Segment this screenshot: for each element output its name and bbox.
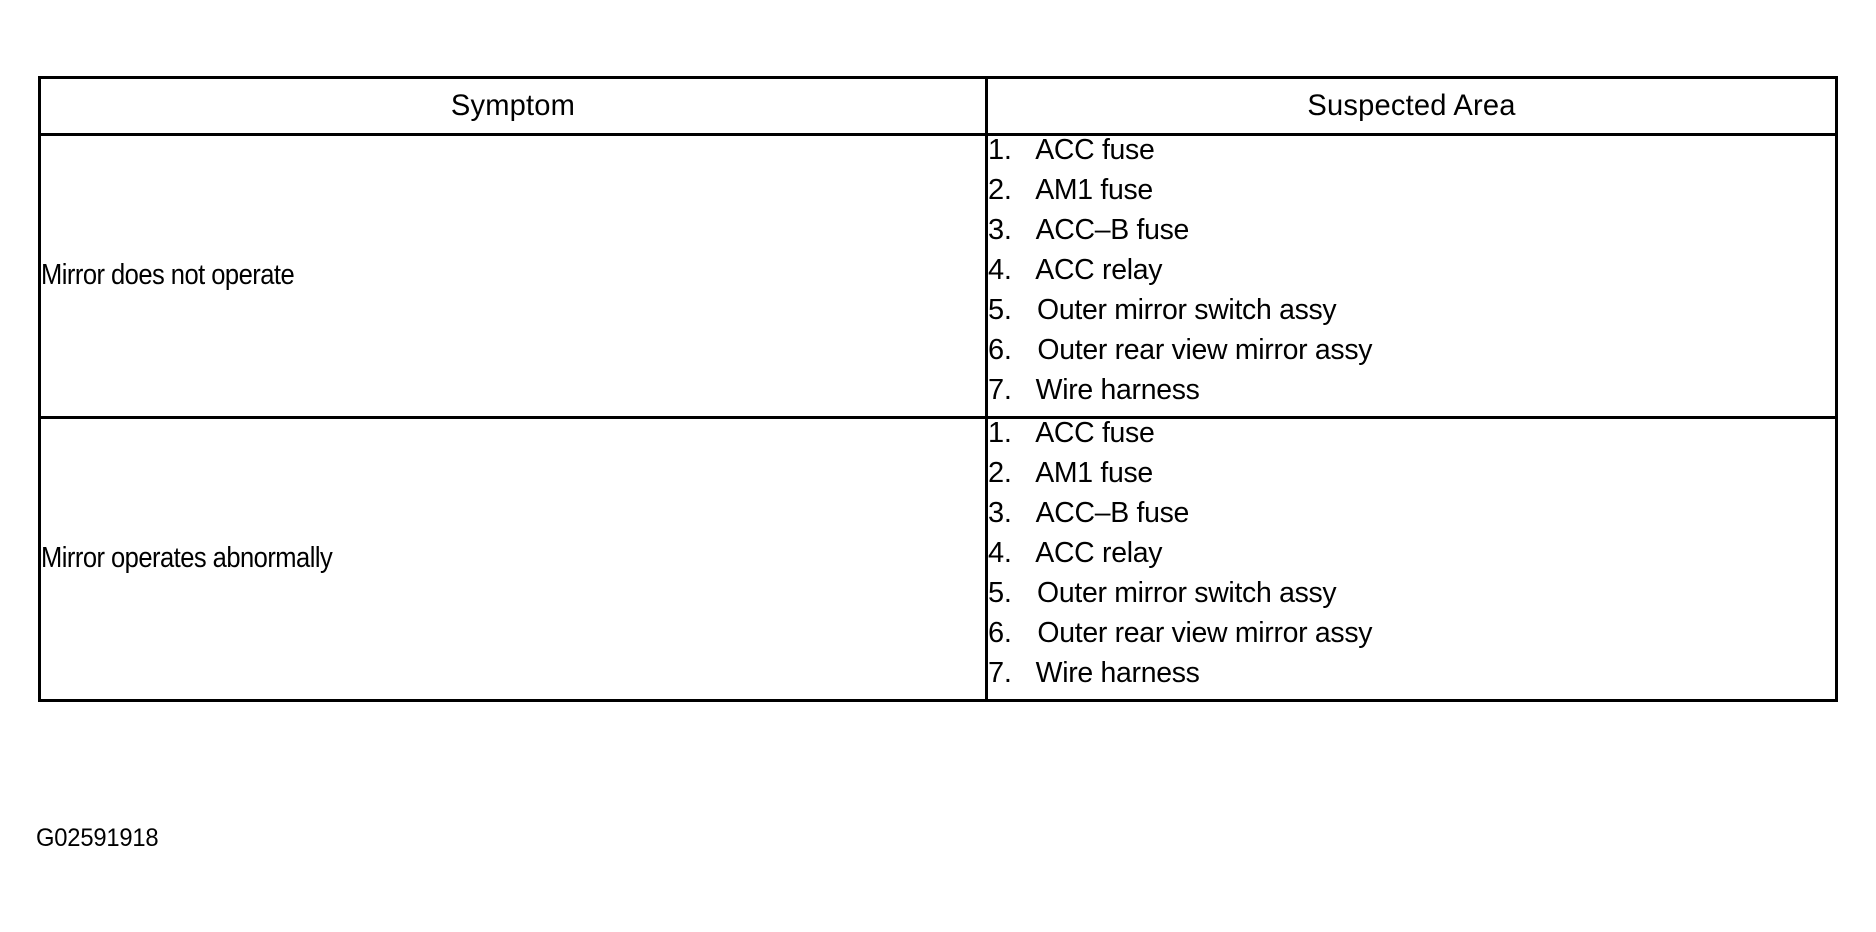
list-item-label: Wire harness <box>1035 657 1200 689</box>
table-row: Mirror operates abnormally 1. ACC fuse 2… <box>38 416 1838 702</box>
list-item: 1. ACC fuse <box>988 419 1835 459</box>
list-item: 4. ACC relay <box>988 539 1835 579</box>
list-item-label: Outer mirror switch assy <box>1037 294 1337 326</box>
list-item-number: 7. <box>988 374 1012 406</box>
list-item: 6. Outer rear view mirror assy <box>988 336 1835 376</box>
table-header-row: Symptom Suspected Area <box>38 76 1838 136</box>
symptom-text: Mirror does not operate <box>41 259 295 292</box>
list-item-number: 2. <box>988 457 1012 489</box>
list-item: 7. Wire harness <box>988 659 1835 699</box>
list-item: 5. Outer mirror switch assy <box>988 579 1835 619</box>
suspected-area-cell: 1. ACC fuse 2. AM1 fuse 3. ACC–B fuse <box>985 133 1838 419</box>
suspected-area-cell: 1. ACC fuse 2. AM1 fuse 3. ACC–B fuse <box>985 416 1838 702</box>
list-item-label: Outer rear view mirror assy <box>1037 617 1373 649</box>
list-item-label: AM1 fuse <box>1035 457 1153 489</box>
list-item-number: 2. <box>988 174 1012 206</box>
suspected-area-list: 1. ACC fuse 2. AM1 fuse 3. ACC–B fuse <box>988 136 1835 416</box>
column-header-suspected-area-label: Suspected Area <box>1307 89 1516 122</box>
list-item: 3. ACC–B fuse <box>988 216 1835 256</box>
list-item-number: 1. <box>988 134 1012 166</box>
list-item-label: AM1 fuse <box>1035 174 1153 206</box>
list-item-number: 1. <box>988 417 1012 449</box>
symptom-text: Mirror operates abnormally <box>41 542 333 575</box>
list-item-number: 6. <box>988 617 1012 649</box>
figure-caption: G02591918 <box>36 824 159 852</box>
list-item-label: Wire harness <box>1035 374 1200 406</box>
list-item-label: ACC fuse <box>1035 134 1155 166</box>
list-item: 7. Wire harness <box>988 376 1835 416</box>
list-item-number: 4. <box>988 254 1012 286</box>
list-item: 4. ACC relay <box>988 256 1835 296</box>
list-item-number: 3. <box>988 214 1012 246</box>
list-item: 2. AM1 fuse <box>988 459 1835 499</box>
list-item-number: 7. <box>988 657 1012 689</box>
list-item-label: ACC–B fuse <box>1035 214 1190 246</box>
list-item-number: 3. <box>988 497 1012 529</box>
list-item: 3. ACC–B fuse <box>988 499 1835 539</box>
list-item-number: 4. <box>988 537 1012 569</box>
symptom-suspected-area-table: Symptom Suspected Area Mirror does not o… <box>38 76 1838 702</box>
list-item-label: Outer rear view mirror assy <box>1037 334 1373 366</box>
column-header-suspected-area: Suspected Area <box>985 76 1838 136</box>
suspected-area-list: 1. ACC fuse 2. AM1 fuse 3. ACC–B fuse <box>988 419 1835 699</box>
list-item-label: ACC–B fuse <box>1035 497 1190 529</box>
list-item: 1. ACC fuse <box>988 136 1835 176</box>
list-item: 2. AM1 fuse <box>988 176 1835 216</box>
list-item-label: ACC relay <box>1035 537 1163 569</box>
table-row: Mirror does not operate 1. ACC fuse 2. A… <box>38 133 1838 419</box>
list-item: 5. Outer mirror switch assy <box>988 296 1835 336</box>
list-item-number: 5. <box>988 577 1012 609</box>
list-item-label: ACC fuse <box>1035 417 1155 449</box>
list-item-number: 6. <box>988 334 1012 366</box>
column-header-symptom-label: Symptom <box>450 89 576 122</box>
list-item: 6. Outer rear view mirror assy <box>988 619 1835 659</box>
column-header-symptom: Symptom <box>38 76 988 136</box>
list-item-label: ACC relay <box>1035 254 1163 286</box>
symptom-cell: Mirror operates abnormally <box>38 416 988 702</box>
list-item-label: Outer mirror switch assy <box>1037 577 1337 609</box>
list-item-number: 5. <box>988 294 1012 326</box>
symptom-cell: Mirror does not operate <box>38 133 988 419</box>
